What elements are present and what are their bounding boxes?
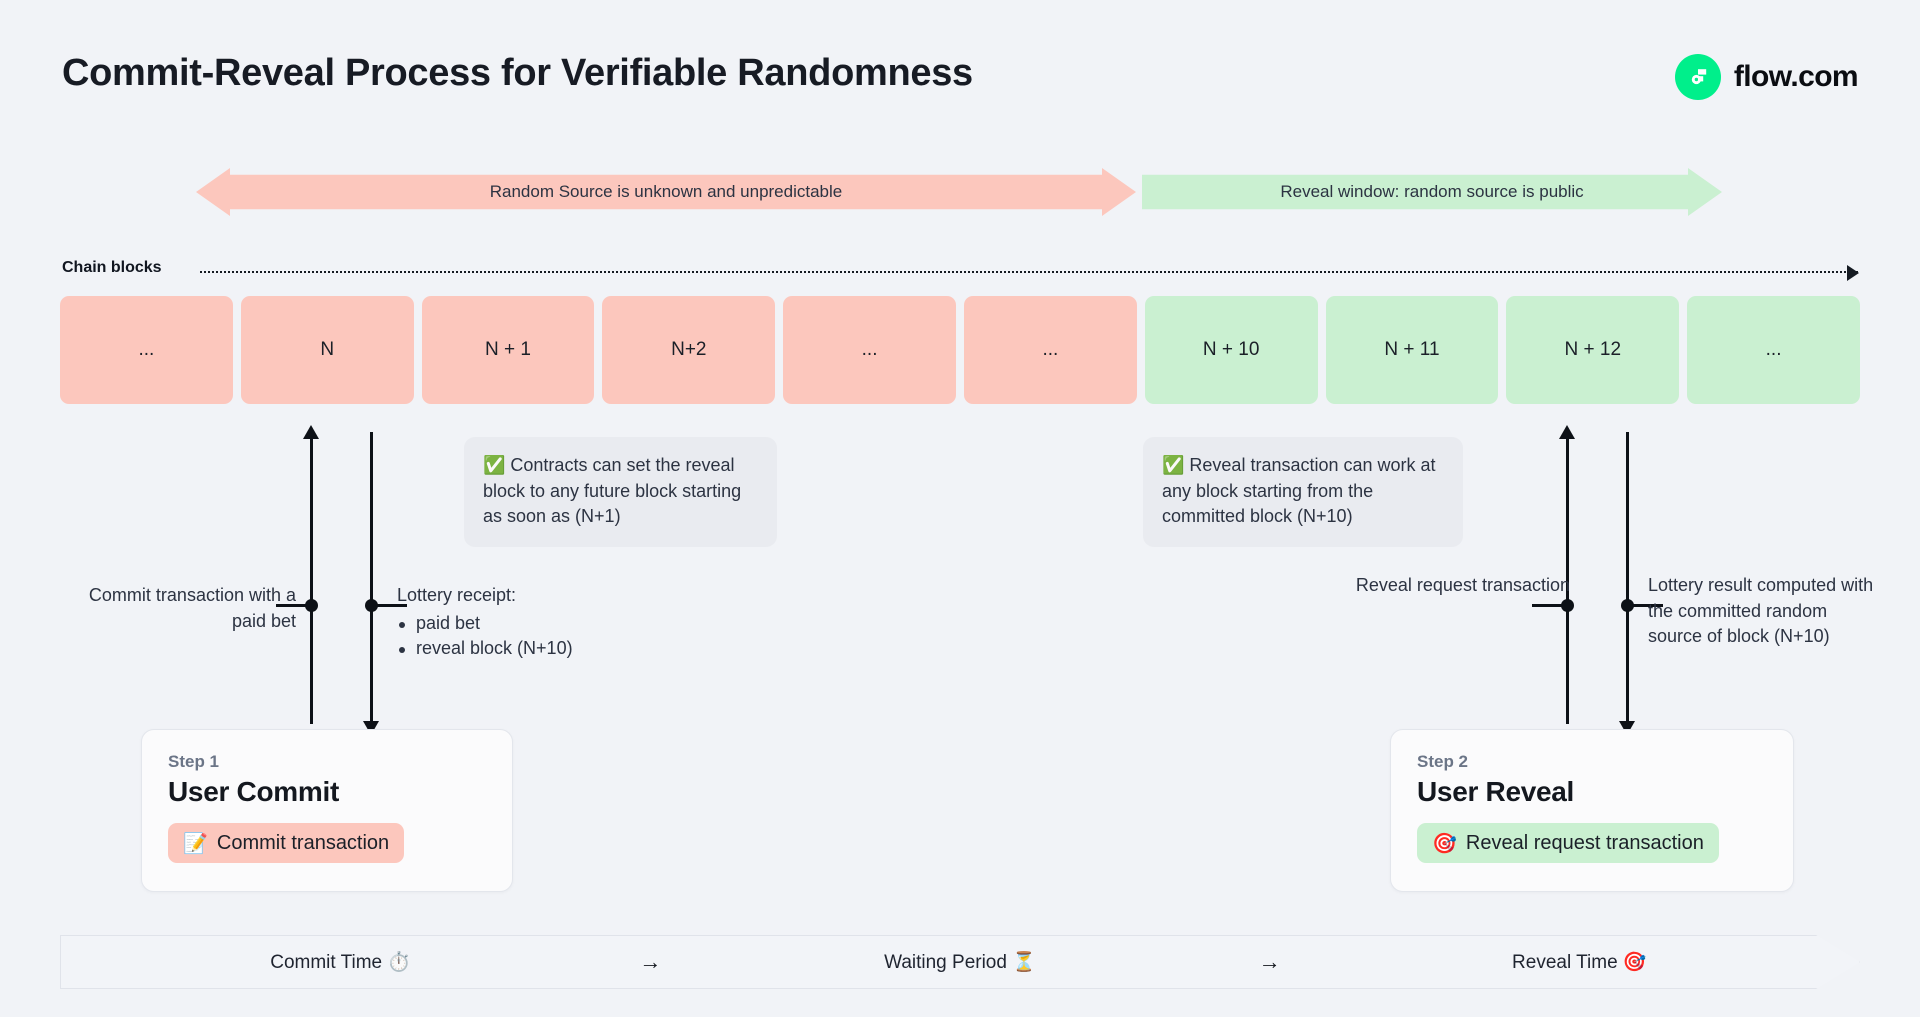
label-lottery-receipt: Lottery receipt: paid bet reveal block (… [397,583,697,662]
chain-blocks-row: ... N N + 1 N+2 ... ... N + 10 N + 11 N … [60,296,1860,404]
step-card-user-reveal[interactable]: Step 2 User Reveal 🎯 Reveal request tran… [1390,729,1794,892]
chip-commit-transaction[interactable]: 📝 Commit transaction [168,823,405,863]
memo-icon: 📝 [183,831,208,855]
note-commit-reveal-block: ✅ Contracts can set the reveal block to … [464,437,777,548]
list-item: paid bet [397,611,697,637]
brand-logo: flow.com [1674,54,1859,100]
chain-block[interactable]: ... [60,296,233,404]
connector-stub [373,604,407,607]
brand-name: flow.com [1733,60,1859,93]
chip-label: Commit transaction [216,831,390,854]
list-item: reveal block (N+10) [397,636,697,662]
chain-block[interactable]: N + 11 [1325,296,1499,404]
connector-node-dot [1621,599,1663,612]
chip-label: Reveal request transaction [1465,831,1704,854]
timeline-bar: Commit Time ⏱️ → Waiting Period ⏳ → Reve… [60,935,1860,989]
timeline-segment-reveal: Reveal Time 🎯 [1512,952,1647,973]
connector-stub [1629,604,1663,607]
lottery-receipt-list: paid bet reveal block (N+10) [397,611,697,662]
connector-lottery-receipt [363,432,407,735]
connector-lottery-result [1619,432,1663,735]
chip-reveal-request-transaction[interactable]: 🎯 Reveal request transaction [1417,823,1719,863]
phase-banner-unknown: Random Source is unknown and unpredictab… [196,168,1136,216]
connector-node-dot [365,599,407,612]
flow-logo-icon [1674,54,1721,100]
chain-block[interactable]: N + 12 [1506,296,1680,404]
chain-block[interactable]: N+2 [602,296,776,404]
label-lottery-result: Lottery result computed with the committ… [1648,575,1874,647]
label-lottery-receipt-title: Lottery receipt: [397,585,517,605]
timeline-segment-commit: Commit Time ⏱️ [270,952,412,973]
step-kicker: Step 1 [168,752,220,771]
arrow-right-icon [1847,265,1859,281]
chain-axis-line [200,265,1859,281]
phase-banner-reveal-label: Reveal window: random source is public [1280,182,1584,201]
chain-block[interactable]: ... [963,296,1137,404]
chain-block[interactable]: N [240,296,414,404]
chain-block[interactable]: ... [783,296,956,404]
connector-node-dot [276,599,318,612]
connector-stub [1532,604,1566,607]
label-commit-transaction: Commit transaction with a paid bet [88,585,296,631]
chain-block[interactable]: N + 10 [1144,296,1318,404]
phase-banner-reveal: Reveal window: random source is public [1142,168,1722,216]
arrow-right-icon: → [639,949,662,974]
chain-block[interactable]: ... [1687,296,1860,404]
step-card-user-commit[interactable]: Step 1 User Commit 📝 Commit transaction [141,729,513,892]
label-reveal-request-transaction: Reveal request transaction [1355,575,1570,595]
step-title: User Reveal [1417,776,1575,807]
arrow-up-icon [1559,425,1575,439]
timeline-segment-waiting: Waiting Period ⏳ [884,952,1036,973]
chain-blocks-label: Chain blocks [62,259,162,276]
target-icon: 🎯 [1432,831,1457,855]
chain-block[interactable]: N + 1 [421,296,595,404]
step-title: User Commit [168,776,339,807]
connector-node-dot [1532,599,1574,612]
connector-stub [276,604,310,607]
note-reveal-transaction: ✅ Reveal transaction can work at any blo… [1143,437,1463,548]
connector-reveal-request [1532,425,1575,724]
step-kicker: Step 2 [1417,752,1469,771]
page-title: Commit-Reveal Process for Verifiable Ran… [62,52,973,94]
arrow-right-icon: → [1258,949,1281,974]
arrow-up-icon [303,425,319,439]
phase-banner-unknown-label: Random Source is unknown and unpredictab… [489,182,843,201]
connector-commit-transaction [276,425,319,724]
